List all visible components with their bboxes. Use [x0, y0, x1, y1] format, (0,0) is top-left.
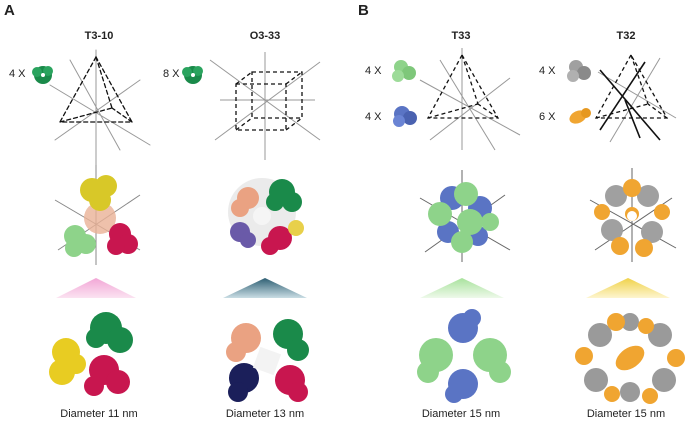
count-label-t33-green: 4 X	[365, 65, 382, 77]
diameter-label-t3-10: Diameter 11 nm	[60, 408, 138, 420]
count-label-t32-orange: 6 X	[539, 111, 556, 123]
panel-letter-a: A	[4, 2, 15, 19]
assembly-model-t32	[589, 168, 677, 262]
symmetry-diagram-o3-33	[209, 52, 321, 160]
symmetry-diagram-t3-10	[49, 49, 151, 171]
assembly-model-t3-10	[54, 165, 141, 265]
assembly-model-o3-33	[228, 178, 304, 255]
legend-blob-green-light	[392, 60, 416, 82]
count-label-o3-33: 8 X	[163, 68, 180, 80]
legend-blob-green-dark	[32, 66, 53, 84]
gradient-triangle-t32	[586, 278, 670, 298]
legend-blob-gray	[567, 60, 591, 82]
diameter-label-t33: Diameter 15 nm	[421, 408, 501, 420]
column-title-t33: T33	[451, 30, 471, 42]
structure-render-t33	[417, 309, 511, 403]
panel-letter-b: B	[358, 2, 369, 19]
legend-blob-green-dark-2	[182, 66, 203, 84]
gradient-triangle-t3-10	[56, 278, 136, 298]
column-title-t3-10: T3-10	[84, 30, 114, 42]
symmetry-diagram-t33	[419, 48, 521, 151]
diameter-label-o3-33: Diameter 13 nm	[225, 408, 305, 420]
symmetry-diagram-t32	[594, 53, 677, 143]
gradient-triangle-o3-33	[223, 278, 307, 298]
gradient-triangle-t33	[420, 278, 504, 298]
count-label-t32-gray: 4 X	[539, 65, 556, 77]
count-label-t3-10: 4 X	[9, 68, 26, 80]
column-title-o3-33: O3-33	[249, 30, 281, 42]
diameter-label-t32: Diameter 15 nm	[586, 408, 666, 420]
assembly-model-t33	[419, 170, 511, 262]
count-label-t33-blue: 4 X	[365, 111, 382, 123]
structure-render-t3-10	[49, 312, 133, 396]
legend-blob-orange	[569, 108, 591, 124]
structure-render-t32	[575, 313, 685, 404]
legend-blob-blue	[393, 106, 417, 127]
structure-render-o3-33	[226, 319, 309, 402]
column-title-t32: T32	[616, 30, 636, 42]
